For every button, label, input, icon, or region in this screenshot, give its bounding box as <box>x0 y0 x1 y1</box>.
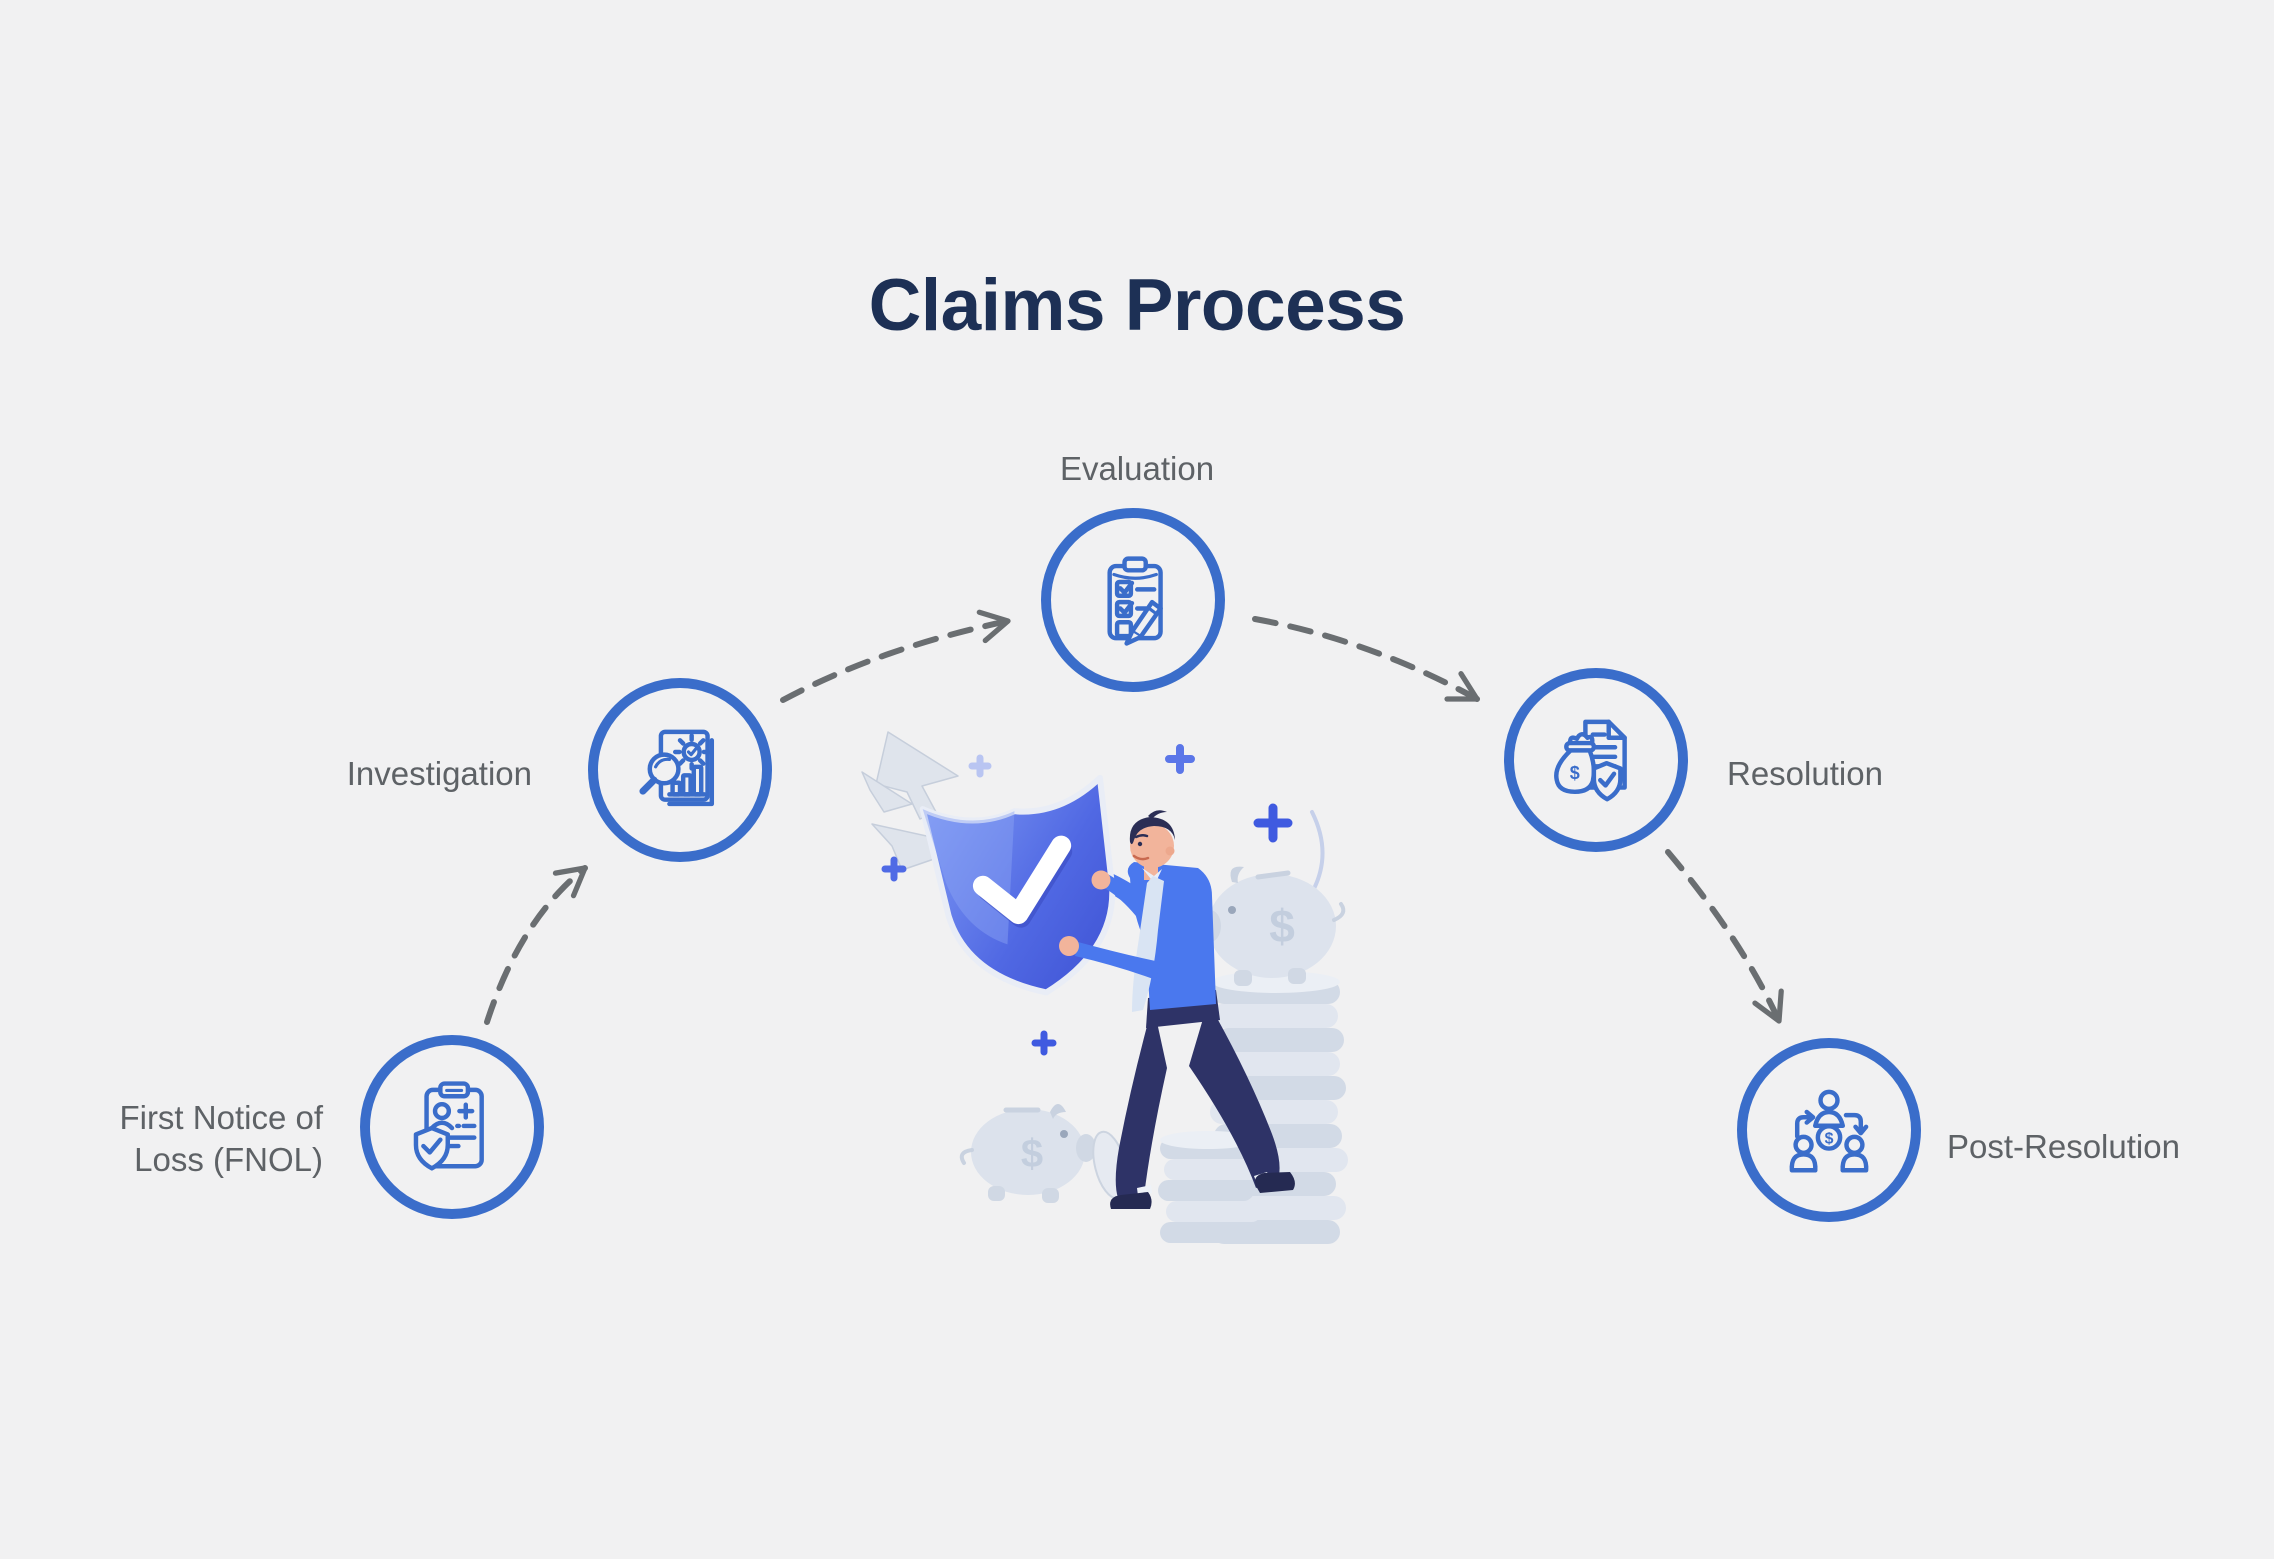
people-money-exchange-icon: $ <box>1789 1089 1869 1173</box>
piggy-bank-graphic: $ <box>1199 866 1346 986</box>
insurance-shield-illustration: $ $ <box>861 731 1348 1244</box>
shield-checkmark-graphic <box>919 774 1116 996</box>
step-node-investigation <box>588 678 772 862</box>
moneybag-document-shield-icon: $ <box>1554 719 1627 802</box>
step-label-postresolution: Post-Resolution <box>1947 1128 2180 1165</box>
report-magnifier-gear-icon <box>639 729 715 807</box>
connector-resolution-to-postresolution <box>1665 849 1784 1024</box>
clipboard-person-shield-icon <box>413 1081 484 1171</box>
dollar-sign: $ <box>1570 763 1580 783</box>
connector-fnol-to-investigation <box>484 865 588 1025</box>
dollar-sign: $ <box>1021 1132 1043 1176</box>
piggy-bank-small-graphic: $ <box>959 1104 1096 1203</box>
connector-evaluation-to-resolution <box>1252 616 1480 702</box>
step-label-investigation: Investigation <box>346 755 532 792</box>
step-node-postresolution: $ <box>1737 1038 1921 1222</box>
dollar-sign: $ <box>1825 1130 1834 1147</box>
dollar-sign: $ <box>1269 900 1295 952</box>
coin-stack-small-graphic <box>1158 1131 1262 1243</box>
connector-investigation-to-evaluation <box>780 609 1011 703</box>
page-title: Claims Process <box>868 265 1406 346</box>
step-label-resolution: Resolution <box>1727 755 1883 792</box>
step-node-resolution: $ <box>1504 668 1688 852</box>
step-label-fnol: First Notice of Loss (FNOL) <box>119 1099 323 1179</box>
step-node-fnol <box>360 1035 544 1219</box>
plus-sparkles <box>881 744 1293 1056</box>
businessman-arms-graphic <box>1059 870 1160 980</box>
step-node-evaluation <box>1041 508 1225 692</box>
step-label-evaluation: Evaluation <box>1059 450 1215 487</box>
checklist-pencil-icon <box>1107 556 1163 646</box>
motion-arc <box>1308 810 1325 898</box>
